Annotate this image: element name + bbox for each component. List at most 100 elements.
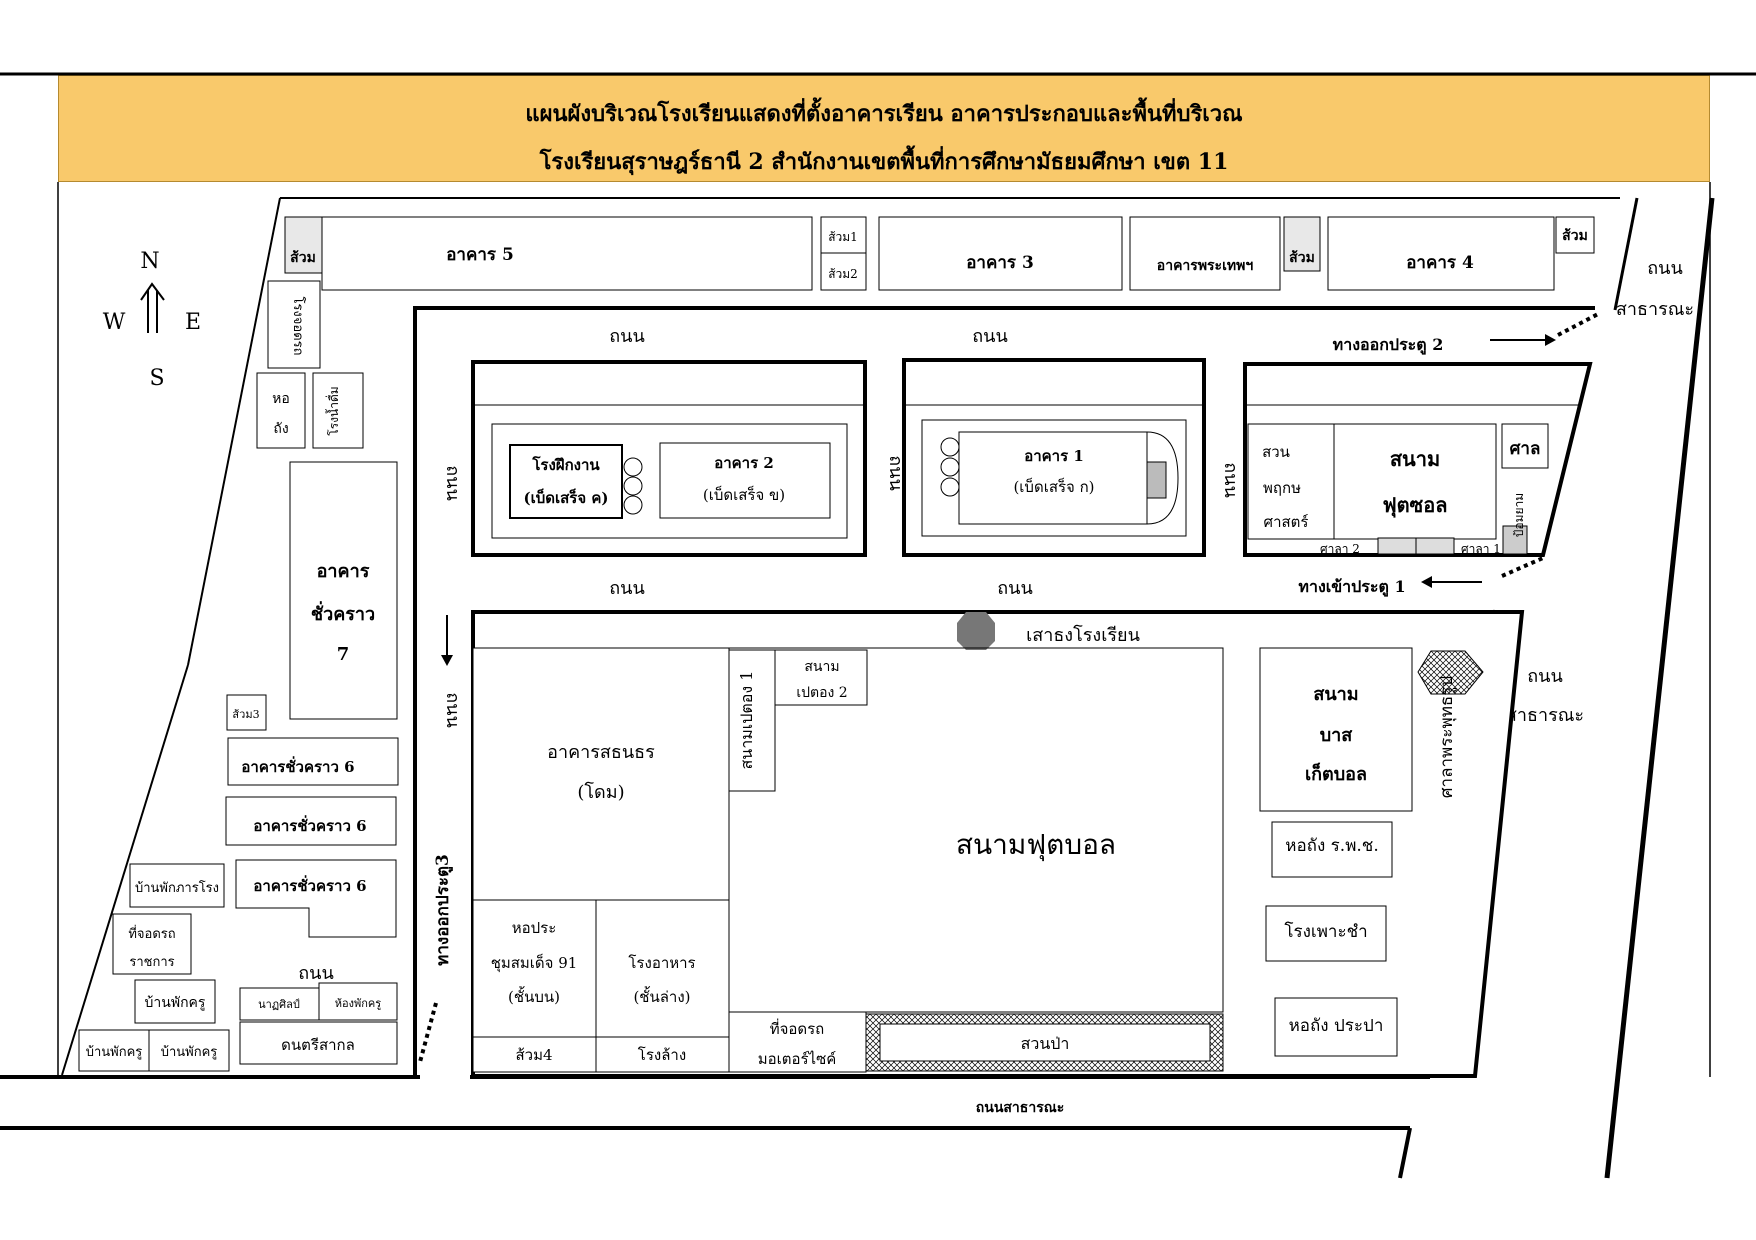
temp7-label1: อาคาร bbox=[317, 561, 370, 582]
road-label-n2: ถนน bbox=[972, 326, 1008, 347]
petanque-1-label: สนามเปตอง 1 bbox=[737, 671, 756, 770]
workshop bbox=[509, 444, 623, 519]
garage bbox=[267, 280, 321, 369]
enter-gate-1-label: ทางเข้าประตู 1 bbox=[1298, 577, 1405, 598]
pavilion-label: ศาล bbox=[1510, 439, 1541, 459]
teacher-house-a-label: บ้านพักครู bbox=[145, 995, 206, 1011]
flagpole-icon bbox=[957, 612, 995, 650]
motorcycle-parking bbox=[728, 1011, 867, 1073]
site-right-edge-lower bbox=[1426, 609, 1497, 1076]
basketball-court bbox=[1259, 647, 1413, 812]
music-room-label: ดนตรีสากล bbox=[281, 1036, 355, 1054]
building-2-label2: (เบ็ดเสร็จ ข) bbox=[703, 485, 785, 504]
building-1-stage-box bbox=[1146, 461, 1167, 499]
janitor-house-label: บ้านพักภารโรง bbox=[135, 880, 219, 896]
sala2 bbox=[1377, 537, 1417, 555]
building-3-label: อาคาร 3 bbox=[966, 253, 1034, 273]
compass-e: E bbox=[185, 310, 201, 335]
arrow-right-icon bbox=[1490, 334, 1556, 346]
compass-n: N bbox=[140, 249, 159, 274]
compass-s: S bbox=[149, 366, 164, 391]
site-left-edge-upper bbox=[187, 197, 281, 666]
water-tower-small bbox=[256, 372, 306, 449]
canteen-label1: โรงอาหาร bbox=[628, 954, 695, 972]
water-tower-small-label2: ถัง bbox=[273, 421, 288, 437]
teacher-house-c bbox=[148, 1029, 230, 1072]
building-1-label1: อาคาร 1 bbox=[1024, 447, 1084, 465]
temporary-building-7 bbox=[289, 461, 398, 720]
toilet-a bbox=[284, 216, 323, 274]
block-east bbox=[1243, 362, 1593, 557]
header-title-line2: โรงเรียนสุราษฎร์ธานี 2 สำนักงานเขตพื้นที… bbox=[539, 149, 1229, 175]
toilet-3-label: ส้วม3 bbox=[232, 708, 259, 721]
football-field bbox=[728, 647, 1224, 1013]
road-label-s1: ถนน bbox=[609, 578, 645, 599]
building-3 bbox=[878, 216, 1123, 291]
shrub-icon bbox=[623, 457, 643, 515]
garage-label: โรงจอดรถ bbox=[290, 296, 306, 355]
temp7-label2: ชั่วคราว bbox=[311, 601, 375, 625]
official-parking bbox=[112, 913, 192, 975]
nursery bbox=[1265, 905, 1387, 962]
guard-post bbox=[1502, 525, 1528, 555]
temporary-building-6c bbox=[235, 859, 397, 938]
shrub-icon bbox=[940, 437, 960, 497]
buddha-pavilion-label: ศาลาพระพุทธรูป bbox=[1437, 676, 1457, 798]
compass-w: W bbox=[103, 310, 126, 335]
supply-water-tower-label: หอถัง ประปา bbox=[1289, 1016, 1384, 1036]
sala1-label: ศาลา 1 bbox=[1461, 542, 1501, 556]
teacher-house-a bbox=[134, 979, 216, 1024]
teacher-room-label: ห้องพักครู bbox=[335, 997, 381, 1010]
teacher-room bbox=[318, 982, 398, 1021]
building-5 bbox=[321, 216, 813, 291]
nursery-label: โรงเพาะชำ bbox=[1284, 921, 1367, 942]
bottom-road-corner bbox=[1398, 1127, 1412, 1179]
public-road-label-2a: ถนน bbox=[1527, 666, 1563, 687]
canteen-label2: (ชั้นล่าง) bbox=[633, 986, 690, 1006]
futsal-label1: สนาม bbox=[1390, 447, 1440, 471]
temporary-building-6a bbox=[227, 737, 399, 786]
site-left-edge-lower bbox=[61, 664, 189, 1076]
teacher-house-c-label: บ้านพักครู bbox=[161, 1045, 218, 1060]
building-4 bbox=[1327, 216, 1555, 291]
exit-gate-3-label: ทางออกประตู3 bbox=[433, 854, 454, 966]
workshop-label1: โรงฝึกงาน bbox=[531, 455, 600, 474]
road-label-n1: ถนน bbox=[609, 326, 645, 347]
rpch-water-tower bbox=[1271, 821, 1393, 878]
petanque-2-label2: เปตอง 2 bbox=[796, 685, 847, 701]
map-header: แผนผังบริเวณโรงเรียนแสดงที่ตั้งอาคารเรีย… bbox=[58, 75, 1710, 182]
basketball-label2: บาส bbox=[1320, 725, 1354, 746]
arrow-down-icon bbox=[441, 615, 453, 666]
bottom-road-label: ถนนสาธารณะ bbox=[976, 1100, 1064, 1116]
canteen bbox=[595, 899, 730, 1038]
janitor-house bbox=[129, 863, 225, 908]
temporary-building-6b bbox=[225, 796, 397, 846]
road-label-c1: ถนน bbox=[885, 455, 906, 491]
temp6c-label: อาคารชั่วคราว 6 bbox=[253, 875, 366, 895]
toilet-3 bbox=[226, 694, 267, 731]
basketball-label1: สนาม bbox=[1313, 684, 1358, 705]
toilet-1 bbox=[820, 216, 867, 254]
building-5-label: อาคาร 5 bbox=[446, 245, 514, 265]
building-1-label2: (เบ็ดเสร็จ ก) bbox=[1013, 477, 1094, 496]
temp7-label3: 7 bbox=[337, 644, 350, 665]
petanque-1 bbox=[728, 649, 776, 792]
header-title-line1: แผนผังบริเวณโรงเรียนแสดงที่ตั้งอาคารเรีย… bbox=[525, 101, 1243, 127]
futsal-label2: ฟุตซอล bbox=[1383, 493, 1448, 518]
sports-compound bbox=[471, 610, 1525, 1078]
block-west bbox=[471, 360, 867, 557]
toilet-c bbox=[1555, 216, 1595, 254]
gate-1-opening bbox=[1501, 556, 1544, 578]
water-tower-small-label1: หอ bbox=[272, 391, 290, 407]
pavilion bbox=[1501, 423, 1549, 469]
workshop-label2: (เบ็ดเสร็จ ค) bbox=[524, 488, 609, 507]
hall-label3: (ชั้นบน) bbox=[508, 986, 560, 1006]
toilet-b bbox=[1283, 216, 1321, 272]
toilet-a-label: ส้วม bbox=[290, 250, 316, 266]
public-road-label-1a: ถนน bbox=[1647, 258, 1683, 279]
toilet-2-label: ส้วม2 bbox=[828, 267, 858, 281]
public-road-label-2b: สาธารณะ bbox=[1506, 705, 1584, 726]
football-label: สนามฟุตบอล bbox=[956, 828, 1116, 862]
block-center-inner bbox=[921, 419, 1187, 537]
